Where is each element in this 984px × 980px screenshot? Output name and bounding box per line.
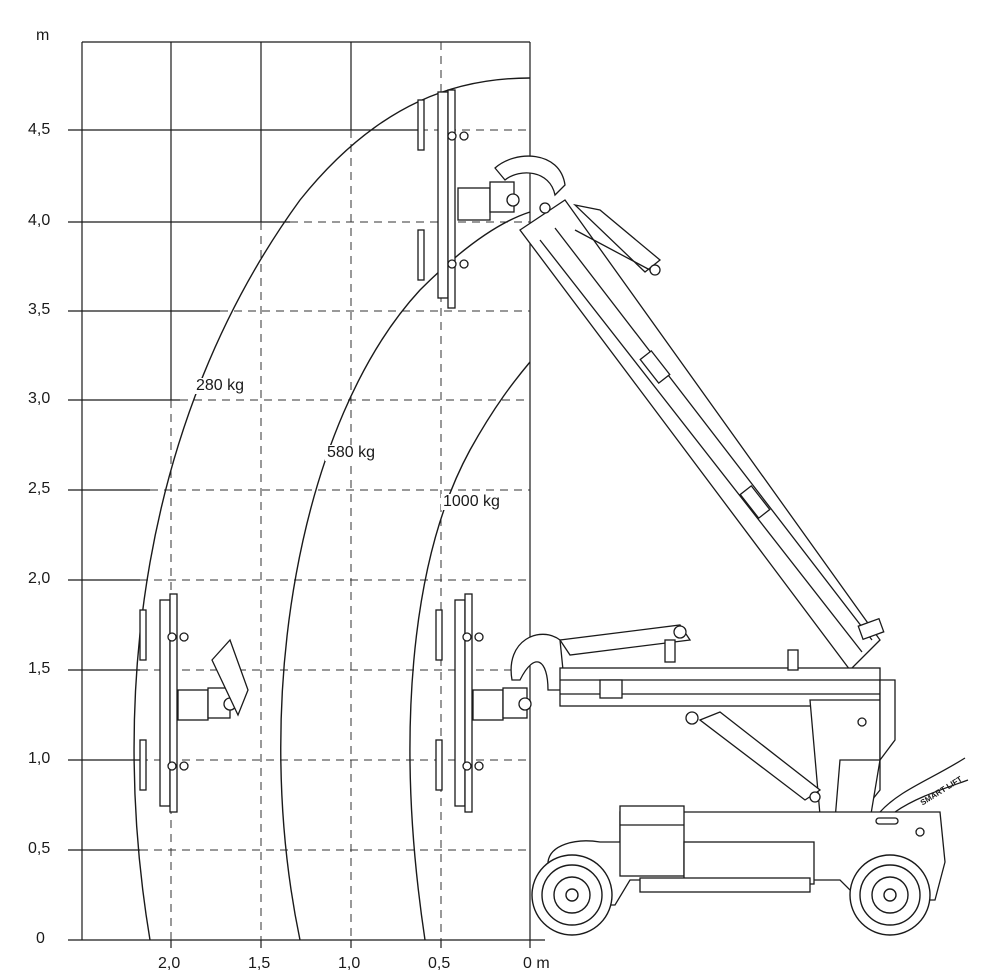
x-tick-label: 1,5 [248, 955, 271, 972]
x-tick-label: 1,0 [338, 955, 361, 972]
chassis [547, 757, 969, 906]
y-tick-label: 1,0 [28, 750, 51, 767]
y-tick-label: 2,5 [28, 480, 51, 497]
solid-grid [68, 41, 545, 941]
y-tick-label: 0 [36, 930, 45, 947]
mast [685, 679, 896, 821]
y-tick-label: 3,5 [28, 301, 51, 318]
y-tick-label: 0,5 [28, 840, 51, 857]
y-tick-label: 3,0 [28, 390, 51, 407]
y-tick-label: 4,5 [28, 121, 51, 138]
machine-brand-text: SMART LIFT [919, 774, 964, 807]
curve-280kg [133, 77, 531, 941]
y-axis-unit: m [36, 27, 50, 44]
curve-1000kg [409, 361, 531, 941]
wheel-front [849, 854, 931, 936]
curve-label-280kg: 280 kg [194, 377, 247, 394]
boom-lowered [558, 624, 881, 707]
x-tick-label: 0 m [523, 955, 550, 972]
vacuum-head-top [417, 89, 566, 309]
boom-raised [519, 199, 885, 671]
load-curves [133, 77, 531, 941]
x-tick-label: 2,0 [158, 955, 181, 972]
x-tick-label: 0,5 [428, 955, 451, 972]
curve-label-580kg: 580 kg [325, 444, 378, 461]
curve-label-1000kg: 1000 kg [441, 493, 502, 510]
y-tick-label: 4,0 [28, 212, 51, 229]
curve-580kg [280, 211, 531, 941]
x-tick-marks [170, 940, 531, 948]
y-tick-label: 2,0 [28, 570, 51, 587]
vacuum-head-left [139, 593, 249, 813]
wheel-rear [531, 854, 613, 936]
y-tick-label: 1,5 [28, 660, 51, 677]
vacuum-head-center [435, 593, 566, 813]
